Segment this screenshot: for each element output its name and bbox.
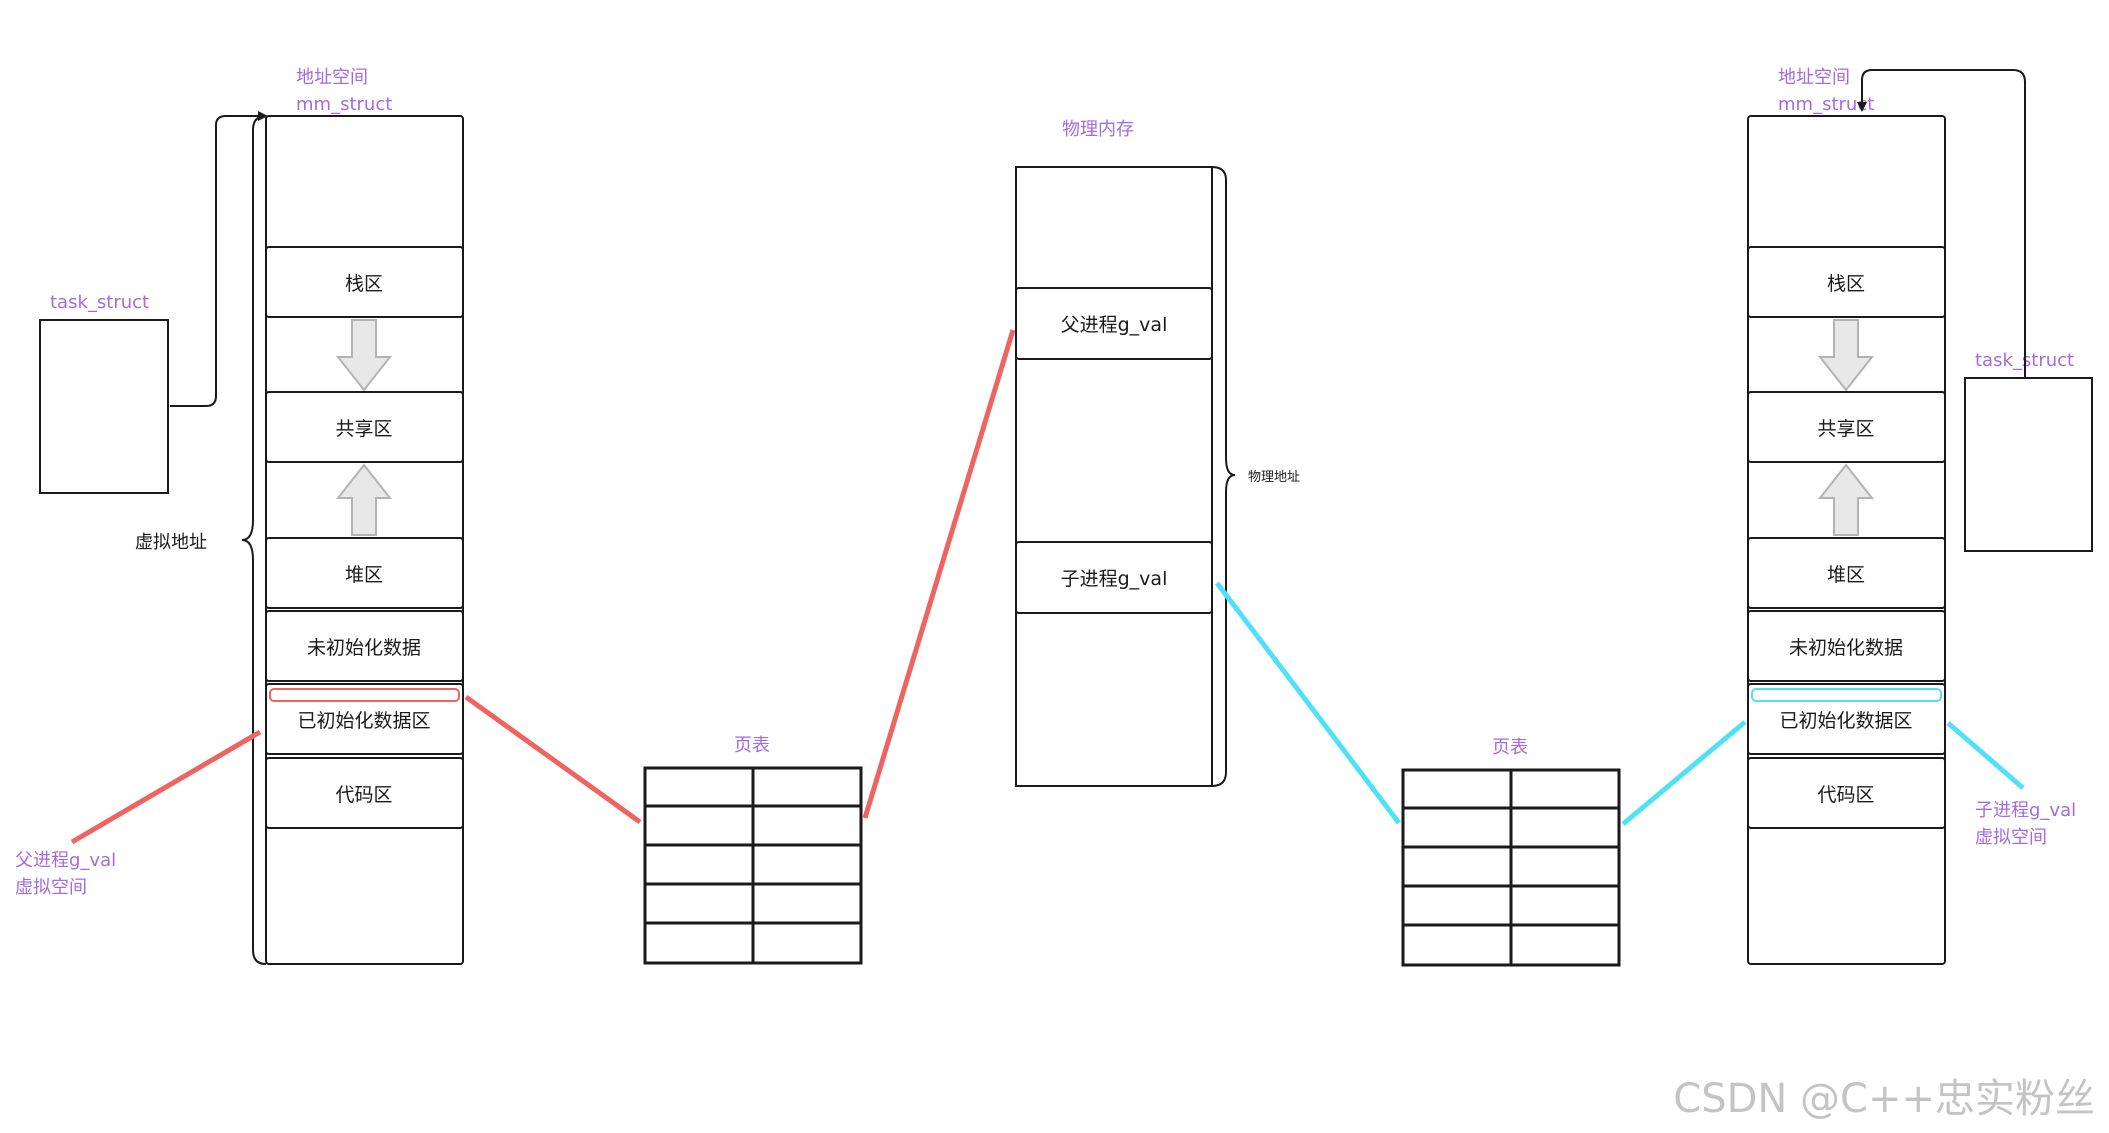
right-page-table-label: 页表 (1492, 737, 1528, 758)
left-shared-label: 共享区 (335, 418, 392, 440)
left-task-struct-label: task_struct (50, 292, 149, 313)
left-stack-segment (265, 246, 464, 318)
left-data-label: 已初始化数据区 (297, 710, 430, 732)
physical-child-g-val-cell (1015, 541, 1213, 614)
right-stack-segment (1747, 246, 1946, 318)
left-g-val-pointer-line (70, 729, 262, 845)
right-g-val-highlight (1751, 688, 1942, 702)
watermark: CSDN @C++忠实粉丝 (1673, 1076, 2095, 1122)
right-task-struct-box (1964, 377, 2093, 552)
right-process: 地址空间 mm_struct 栈区 共享区 堆区 未初始化数据 已初始化数据区 … (1747, 67, 2093, 965)
left-page-table: 页表 (643, 735, 863, 965)
left-virtual-address-label: 虚拟地址 (135, 532, 207, 553)
right-heap-label: 堆区 (1827, 564, 1865, 586)
right-stack-label: 栈区 (1827, 273, 1865, 295)
left-stack-down-arrow-icon (335, 319, 393, 392)
right-g-val-label-line1: 子进程g_val (1975, 800, 2076, 821)
left-g-val-label-line1: 父进程g_val (15, 850, 116, 871)
left-address-space-label: 地址空间 (296, 67, 368, 88)
right-shared-segment (1747, 391, 1946, 463)
physical-memory-title: 物理内存 (1062, 119, 1134, 140)
physical-memory: 物理内存 父进程g_val 子进程g_val 物理地址 (1015, 119, 1300, 787)
physical-address-label: 物理地址 (1248, 470, 1300, 485)
left-bss-segment (265, 610, 464, 682)
right-data-label: 已初始化数据区 (1779, 710, 1912, 732)
right-task-to-mm-arrow (1857, 69, 2026, 378)
left-bss-label: 未初始化数据 (307, 637, 421, 659)
left-heap-segment (265, 537, 464, 609)
parent-virtual-to-pagetable-line (464, 694, 642, 825)
physical-child-g-val-label: 子进程g_val (1061, 568, 1168, 590)
left-mm-struct-label: mm_struct (296, 94, 392, 115)
right-stack-down-arrow-icon (1817, 319, 1875, 392)
physical-parent-g-val-cell (1015, 287, 1213, 360)
left-g-val-label-line2: 虚拟空间 (15, 877, 87, 898)
physical-address-brace (1211, 166, 1236, 787)
right-shared-label: 共享区 (1817, 418, 1874, 440)
left-process: 地址空间 mm_struct task_struct 虚拟地址 栈区 共享区 堆… (15, 67, 464, 965)
left-code-segment (265, 757, 464, 829)
left-g-val-highlight (269, 688, 460, 702)
left-code-label: 代码区 (335, 784, 392, 806)
left-task-to-mm-arrow (170, 111, 268, 407)
parent-pagetable-to-physical-line (862, 329, 1016, 819)
left-virtual-address-brace (241, 115, 267, 965)
right-heap-up-arrow-icon (1817, 463, 1875, 536)
left-shared-segment (265, 391, 464, 463)
left-heap-label: 堆区 (345, 564, 383, 586)
child-physical-to-pagetable-line (1215, 581, 1401, 825)
right-bss-segment (1747, 610, 1946, 682)
right-g-val-pointer-line (1946, 721, 2025, 790)
right-address-space-label: 地址空间 (1778, 67, 1850, 88)
right-mm-struct-label: mm_struct (1778, 94, 1874, 115)
right-bss-label: 未初始化数据 (1789, 637, 1903, 659)
right-code-label: 代码区 (1817, 784, 1874, 806)
physical-memory-box (1015, 166, 1213, 787)
left-heap-up-arrow-icon (335, 463, 393, 536)
right-g-val-label-line2: 虚拟空间 (1975, 827, 2047, 848)
left-task-struct-box (39, 319, 169, 494)
right-page-table: 页表 (1401, 737, 1621, 967)
right-heap-segment (1747, 537, 1946, 609)
left-stack-label: 栈区 (345, 273, 383, 295)
physical-parent-g-val-label: 父进程g_val (1061, 314, 1168, 336)
left-page-table-label: 页表 (734, 735, 770, 756)
right-code-segment (1747, 757, 1946, 829)
child-pagetable-to-virtual-line (1621, 720, 1747, 826)
